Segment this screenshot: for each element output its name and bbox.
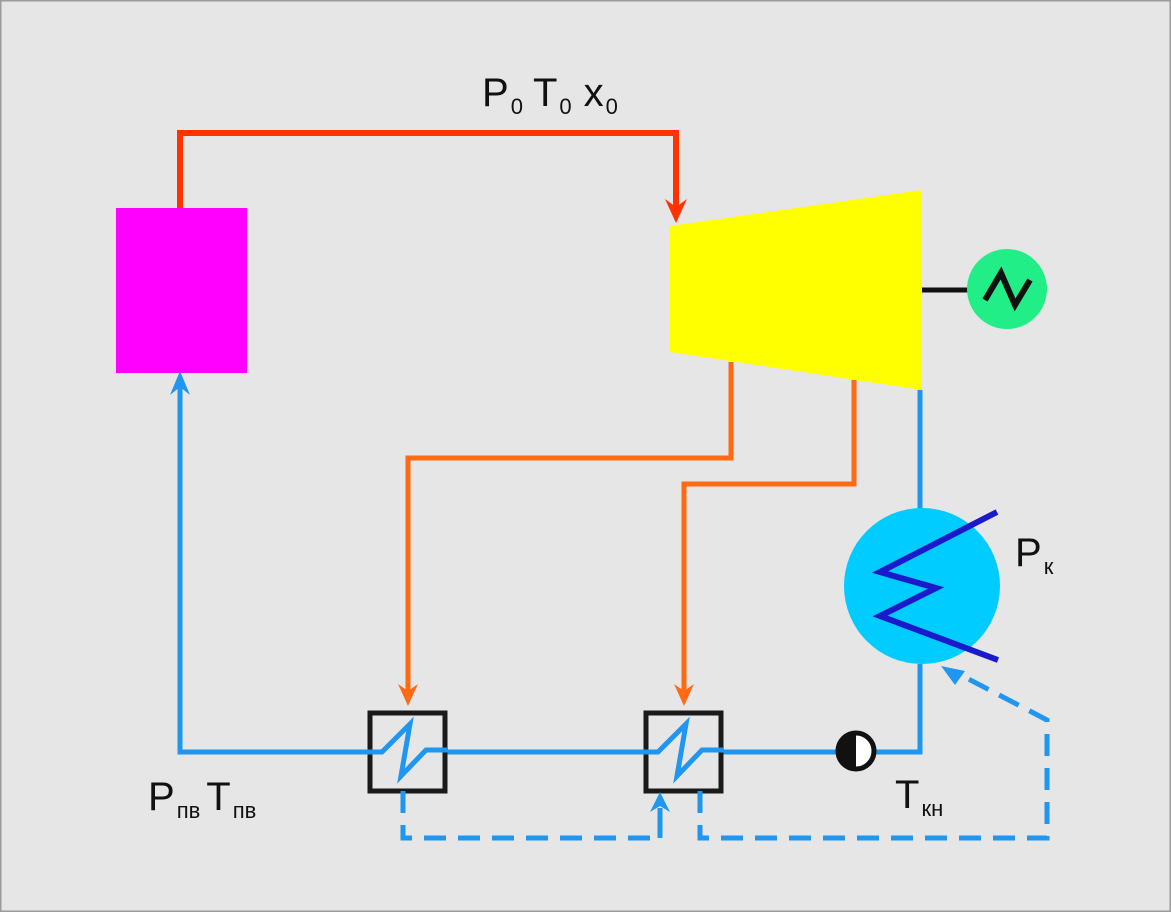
boiler xyxy=(116,208,247,373)
generator-ac-icon xyxy=(982,266,1033,312)
condensate-line xyxy=(876,664,923,755)
drain-line-heater-2 xyxy=(697,669,1050,841)
drain-arrowhead-heater-2 xyxy=(650,792,670,812)
extraction-arrowhead-1 xyxy=(398,684,418,706)
extraction-arrowhead-2 xyxy=(674,684,694,706)
extraction-line-2 xyxy=(681,380,857,695)
heater-2-coil xyxy=(641,716,724,784)
pump-impeller-icon xyxy=(840,735,856,767)
condenser-cooling-coil xyxy=(871,509,1000,663)
extraction-line-1 xyxy=(405,362,734,695)
live-steam-arrowhead xyxy=(665,199,687,223)
condensate-temperature-label: Tкн xyxy=(895,773,943,821)
turbine xyxy=(670,190,922,390)
condenser-pressure-label: Pк xyxy=(1015,531,1054,579)
drain-line-heater-1 xyxy=(400,791,660,841)
live-steam-line xyxy=(177,130,679,212)
feedwater-arrowhead xyxy=(170,371,190,395)
feedwater-main-line xyxy=(177,382,836,755)
drain-arrowhead-condenser xyxy=(941,666,965,685)
heater-1-coil xyxy=(365,716,448,784)
